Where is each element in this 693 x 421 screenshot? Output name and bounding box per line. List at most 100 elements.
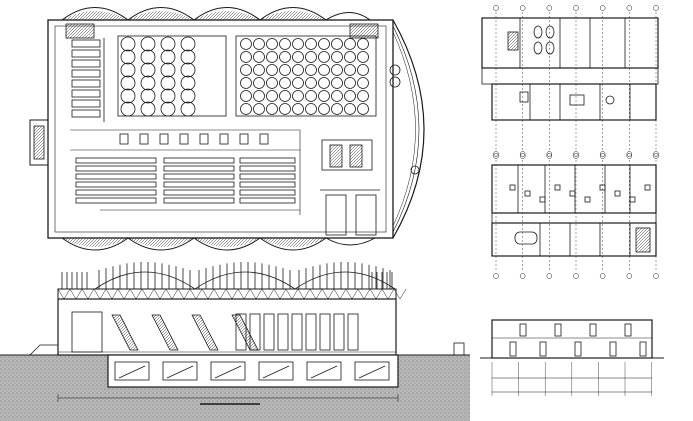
- section-tank: [333, 313, 345, 351]
- plan-tank: [344, 77, 356, 89]
- plan-roof-scallops-top: [61, 7, 371, 21]
- section-pit: [306, 361, 342, 381]
- plan-tank: [240, 77, 252, 89]
- section-room: [71, 311, 103, 353]
- furniture: [629, 196, 636, 203]
- plan-tank: [331, 77, 343, 89]
- plan-vat: [239, 197, 296, 204]
- window: [519, 323, 527, 337]
- section-arch: [294, 271, 396, 290]
- plan-tank: [140, 49, 156, 65]
- stair: [507, 31, 519, 51]
- plan-tank: [331, 38, 343, 50]
- grid-bubble: [599, 273, 606, 279]
- grid-bubble: [519, 5, 526, 11]
- plan-tank: [318, 51, 330, 63]
- plan-vat: [239, 181, 296, 188]
- plan-tank: [180, 49, 196, 65]
- plan-conveyor: [71, 49, 101, 58]
- plan-vat: [163, 157, 235, 164]
- plan-vat-support: [119, 133, 129, 145]
- plan-vat-support: [199, 133, 209, 145]
- section-pit: [162, 361, 198, 381]
- plan-conveyor: [71, 69, 101, 78]
- grid-bubble: [546, 273, 553, 279]
- plan-tank: [357, 77, 369, 89]
- plan-pipe-runs: [70, 129, 301, 215]
- plan-vat: [163, 181, 235, 188]
- plan-conveyor: [71, 79, 101, 88]
- grid-bubble: [493, 273, 499, 279]
- grid-bubble: [653, 5, 659, 11]
- furniture: [614, 190, 621, 197]
- furniture: [584, 196, 591, 203]
- plan-tank: [253, 90, 265, 102]
- plan-vat: [163, 197, 235, 204]
- plan-tank: [120, 88, 136, 104]
- grid-bubble: [653, 151, 659, 157]
- plan-tank: [266, 77, 278, 89]
- plan-vat-support: [139, 133, 149, 145]
- plan-tank: [357, 103, 369, 115]
- plan-tank: [344, 103, 356, 115]
- plan-tank: [318, 64, 330, 76]
- plan-tank: [357, 38, 369, 50]
- plan-entrance-porch: [29, 119, 49, 166]
- plan-tank: [357, 51, 369, 63]
- section-pit: [258, 361, 294, 381]
- plan-tank: [279, 38, 291, 50]
- plan-tank: [279, 77, 291, 89]
- section-tank: [291, 313, 303, 351]
- plan-tank: [331, 90, 343, 102]
- plan-tank: [292, 38, 304, 50]
- plan-tank: [140, 75, 156, 91]
- plan-vat-support: [159, 133, 169, 145]
- plan-tank: [318, 38, 330, 50]
- plan-tank: [240, 51, 252, 63]
- furniture: [533, 25, 543, 39]
- stair: [635, 227, 651, 253]
- plan-conveyor: [71, 99, 101, 108]
- plan-conveyor: [71, 39, 101, 48]
- plan-vat-support: [239, 133, 249, 145]
- grid-bubble: [626, 151, 633, 157]
- section-tank: [235, 313, 247, 351]
- plan-tank: [357, 90, 369, 102]
- plan-tank: [253, 103, 265, 115]
- section-hopper: [111, 314, 139, 351]
- door: [609, 341, 617, 357]
- plan-roof-scallops-bottom: [61, 237, 376, 251]
- plan-tank: [240, 103, 252, 115]
- section-arch: [194, 271, 296, 290]
- grid-bubble: [653, 153, 659, 159]
- plan-tank: [160, 101, 176, 117]
- plan-tank: [292, 90, 304, 102]
- plan-tank: [292, 64, 304, 76]
- furniture: [545, 25, 555, 39]
- conference-table: [514, 231, 538, 245]
- furniture: [539, 196, 546, 203]
- plan-conveyor: [71, 89, 101, 98]
- plan-tank: [331, 64, 343, 76]
- plan-tank: [160, 88, 176, 104]
- plan-tank: [305, 38, 317, 50]
- furniture: [569, 190, 576, 197]
- plan-tank: [318, 77, 330, 89]
- plan-tank: [140, 62, 156, 78]
- section-tank: [263, 313, 275, 351]
- furniture: [509, 184, 516, 191]
- furniture: [605, 95, 615, 105]
- plan-vat: [75, 157, 157, 164]
- window: [554, 323, 562, 337]
- plan-vat: [75, 189, 157, 196]
- grid-bubble: [573, 273, 579, 279]
- plan-tank: [344, 51, 356, 63]
- furniture: [519, 91, 529, 103]
- plan-tank: [240, 90, 252, 102]
- plan-tank: [160, 36, 176, 52]
- plan-tank: [344, 64, 356, 76]
- furniture: [599, 184, 606, 191]
- plan-vat: [239, 157, 296, 164]
- section-tank: [347, 313, 359, 351]
- plan-tank: [140, 36, 156, 52]
